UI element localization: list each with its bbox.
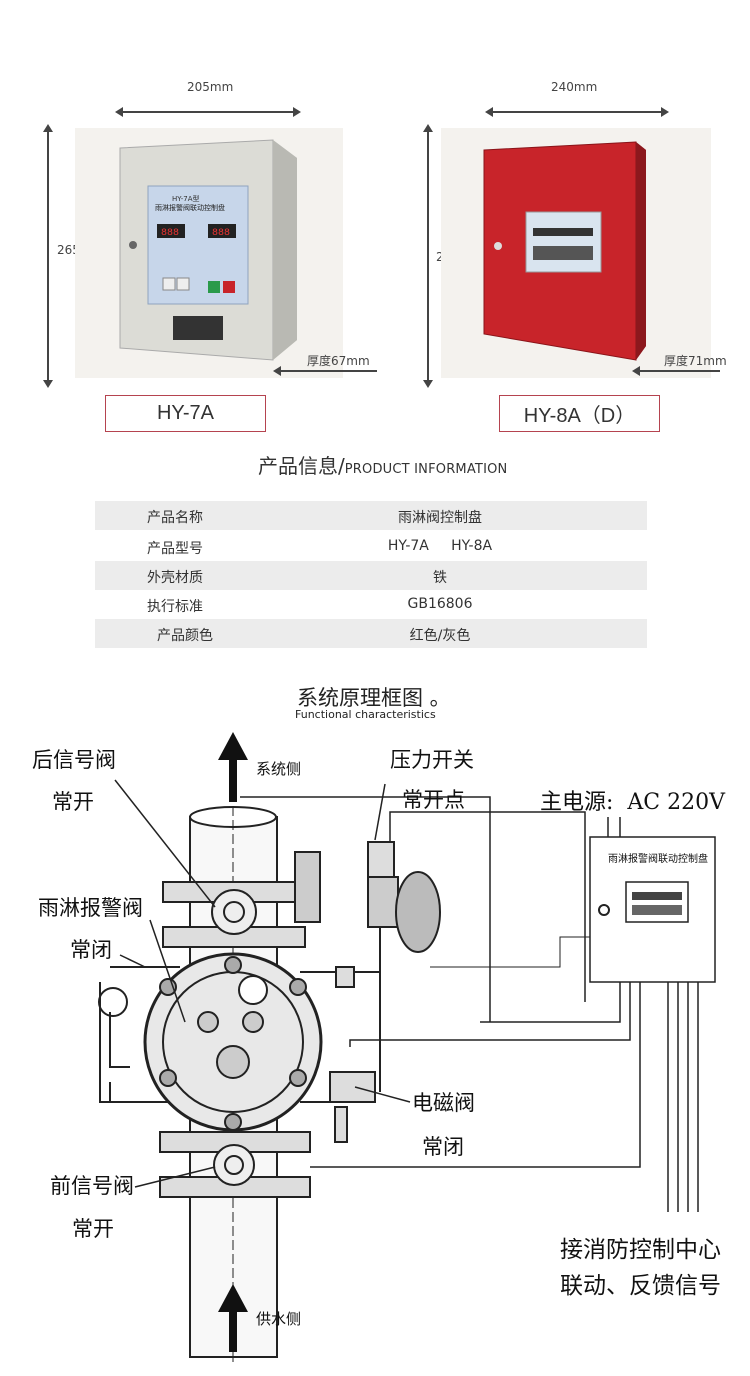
width-label-2: 240mm bbox=[551, 80, 598, 94]
table-row: 产品颜色 红色/灰色 bbox=[95, 619, 647, 648]
arrowhead-up bbox=[43, 124, 53, 132]
model-box-hy7a: HY-7A bbox=[105, 395, 266, 432]
label-fire-center-1: 接消防控制中心 bbox=[560, 1237, 721, 1263]
system-diagram bbox=[98, 732, 716, 1362]
arrowhead-up bbox=[423, 124, 433, 132]
depth-label-1: 厚度67mm bbox=[307, 354, 370, 368]
diagram-subtitle: Functional characteristics bbox=[295, 708, 436, 721]
width-arrow-2 bbox=[487, 111, 665, 113]
label-front-valve-state: 常开 bbox=[72, 1217, 114, 1241]
height-arrow-1 bbox=[47, 128, 49, 384]
control-box-red bbox=[483, 141, 646, 361]
svg-text:888: 888 bbox=[212, 228, 230, 239]
panel-subtitle: 雨淋报警阀联动控制盘 bbox=[155, 204, 225, 212]
row-value: HY-7A HY-8A bbox=[387, 538, 493, 554]
height-arrow-2 bbox=[427, 128, 429, 384]
depth-arrow-1 bbox=[277, 370, 377, 372]
label-deluge-valve: 雨淋报警阀 bbox=[38, 896, 143, 920]
table-row: 执行标准 GB16806 bbox=[95, 590, 647, 619]
label-pressure-switch: 压力开关 bbox=[390, 748, 474, 772]
label-supply-side: 供水侧 bbox=[256, 1310, 302, 1328]
row-value: 雨淋阀控制盘 bbox=[398, 510, 482, 526]
depth-label-2: 厚度71mm bbox=[664, 354, 727, 368]
label-main-power: 主电源: AC 220V bbox=[540, 790, 725, 815]
row-value: 红色/灰色 bbox=[409, 628, 471, 644]
table-row: 产品型号 HY-7A HY-8A bbox=[95, 532, 647, 561]
info-title-en: PRODUCT INFORMATION bbox=[344, 462, 508, 477]
info-title: 产品信息/PRODUCT INFORMATION bbox=[258, 450, 507, 479]
row-key: 产品颜色 bbox=[157, 628, 213, 644]
svg-text:888: 888 bbox=[161, 228, 179, 239]
arrowhead-right bbox=[293, 107, 301, 117]
panel-title: HY-7A型 bbox=[172, 195, 200, 203]
arrowhead-down bbox=[43, 380, 53, 388]
table-row: 产品名称 雨淋阀控制盘 bbox=[95, 501, 647, 530]
control-box-gray: 888 888 bbox=[119, 139, 297, 361]
info-title-cn: 产品信息/ bbox=[258, 454, 345, 478]
row-key: 执行标准 bbox=[147, 599, 203, 615]
table-row: 外壳材质 铁 bbox=[95, 561, 647, 590]
width-label-1: 205mm bbox=[187, 80, 234, 94]
label-front-valve: 前信号阀 bbox=[50, 1174, 134, 1198]
label-deluge-state: 常闭 bbox=[70, 938, 112, 962]
arrowhead-left bbox=[115, 107, 123, 117]
product-photo-hy7a: 888 888 bbox=[75, 128, 343, 378]
arrowhead-down bbox=[423, 380, 433, 388]
label-system-side: 系统侧 bbox=[256, 760, 302, 778]
diagram-title: 系统原理框图 。 bbox=[297, 686, 451, 710]
width-arrow-1 bbox=[117, 111, 297, 113]
label-solenoid: 电磁阀 bbox=[412, 1091, 475, 1115]
model-box-hy8a: HY-8A（D） bbox=[499, 395, 660, 432]
product-photo-hy8a bbox=[441, 128, 711, 378]
row-key: 产品型号 bbox=[147, 541, 203, 557]
label-rear-valve: 后信号阀 bbox=[32, 748, 116, 772]
row-key: 产品名称 bbox=[147, 510, 203, 526]
arrowhead-left bbox=[632, 366, 640, 376]
label-solenoid-state: 常闭 bbox=[422, 1135, 464, 1159]
label-rear-valve-state: 常开 bbox=[52, 790, 94, 814]
arrowhead-left bbox=[485, 107, 493, 117]
arrowhead-left bbox=[273, 366, 281, 376]
row-value: 铁 bbox=[433, 570, 447, 586]
row-key: 外壳材质 bbox=[147, 570, 203, 586]
row-value: GB16806 bbox=[407, 596, 473, 612]
arrowhead-right bbox=[661, 107, 669, 117]
depth-arrow-2 bbox=[636, 370, 720, 372]
label-panel-name: 雨淋报警阀联动控制盘 bbox=[608, 854, 708, 865]
label-fire-center-2: 联动、反馈信号 bbox=[560, 1273, 721, 1299]
label-pressure-state: 常开点 bbox=[402, 788, 465, 812]
